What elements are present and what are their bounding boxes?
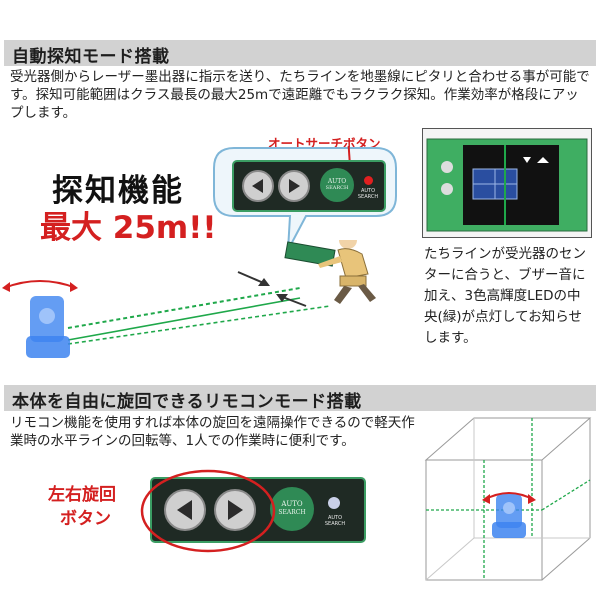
direction-arrow-icon <box>237 271 270 286</box>
left-arrow-icon <box>252 179 263 193</box>
right-arrow-icon <box>289 179 300 193</box>
rotate-right-button[interactable] <box>278 170 310 202</box>
rotation-arrow-icon <box>482 492 536 504</box>
auto-search-small-label: AUTO SEARCH <box>324 515 346 527</box>
receiver-caption: たちラインが受光器のセンターに合うと、ブザー音に加え、3色高輝度LEDの中央(緑… <box>424 246 586 346</box>
auto-search-small-label: AUTO SEARCH <box>357 188 379 200</box>
section-description: リモコン機能を使用すれば本体の旋回を遠隔操作できるので軽天作業時の水平ラインの回… <box>10 415 415 449</box>
receiver-photo <box>422 128 592 238</box>
auto-label: AUTO <box>327 178 347 185</box>
auto-search-button[interactable]: AUTO SEARCH <box>320 168 354 202</box>
status-led <box>328 497 340 509</box>
laser-beam-upper <box>67 287 301 329</box>
section-header-auto-detect: 自動探知モード搭載 <box>4 40 596 67</box>
rotate-button-highlight <box>140 469 276 553</box>
rotate-left-button[interactable] <box>164 489 206 531</box>
right-arrow-icon <box>228 500 243 520</box>
laser-beam-lower <box>67 305 331 345</box>
rotate-left-button[interactable] <box>242 170 274 202</box>
search-label: SEARCH <box>325 185 349 191</box>
search-label: SEARCH <box>278 509 306 516</box>
rotate-button-label-line1: 左右旋回 <box>48 485 116 505</box>
section-title: 本体を自由に旋回できるリモコンモード搭載 <box>12 392 362 412</box>
room-cube-icon <box>424 417 592 581</box>
direction-arrow-icon <box>276 294 307 307</box>
left-arrow-icon <box>177 500 192 520</box>
status-led <box>364 176 373 185</box>
laser-level-icon <box>2 280 78 358</box>
section-description: 受光器側からレーザー墨出器に指示を送り、たちラインを地墨線にピタリと合わせる事が… <box>10 69 590 121</box>
rotate-button-label-line2: ボタン <box>60 509 111 529</box>
auto-label: AUTO <box>281 500 303 508</box>
remote-control-top: AUTO SEARCH AUTO SEARCH <box>232 160 386 212</box>
auto-search-button[interactable]: AUTO SEARCH <box>270 487 314 531</box>
receiver-icon <box>426 138 588 232</box>
laser-scene <box>2 240 376 358</box>
laser-level-icon <box>492 494 526 538</box>
receiver-icon <box>284 241 336 267</box>
feature-range: 最大 25m!! <box>40 210 217 246</box>
feature-title: 探知機能 <box>52 173 184 209</box>
section-header-remote-mode: 本体を自由に旋回できるリモコンモード搭載 <box>4 385 596 412</box>
section-title: 自動探知モード搭載 <box>12 47 170 67</box>
laser-beam-mid <box>67 297 301 341</box>
worker-icon <box>318 240 376 304</box>
rotate-right-button[interactable] <box>214 489 256 531</box>
remote-control-bottom: AUTO SEARCH AUTO SEARCH <box>150 477 366 543</box>
